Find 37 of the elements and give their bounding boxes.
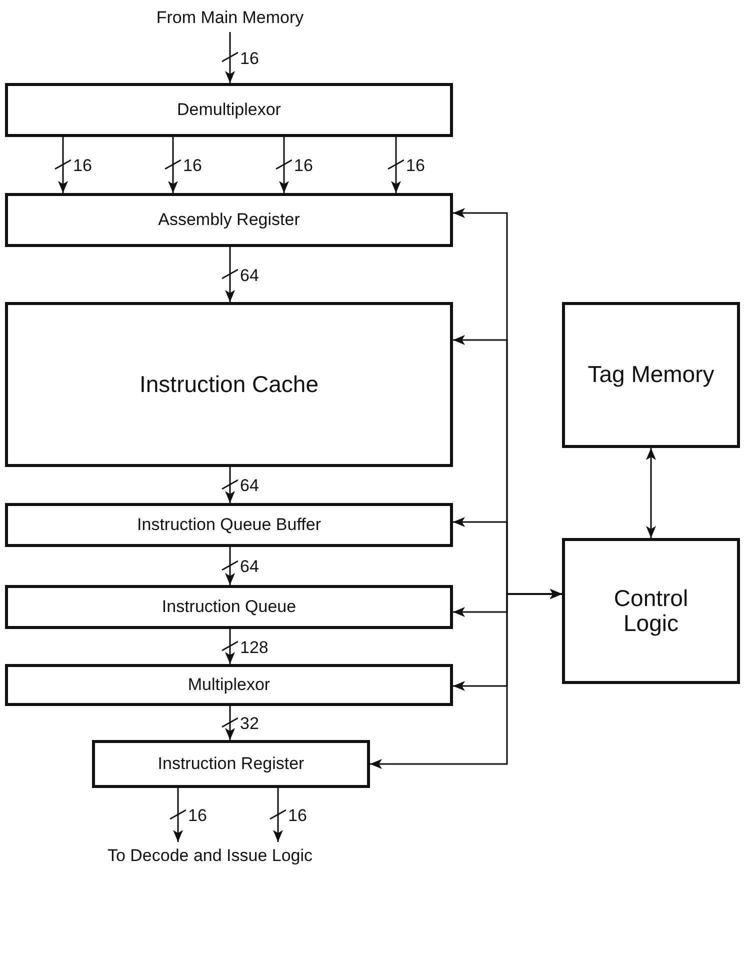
cache-block [5,302,453,467]
block-label: Demultiplexor [177,100,281,120]
destination-label: To Decode and Issue Logic [107,846,313,866]
source-label: From Main Memory [156,8,304,28]
bus-arrow [225,247,235,302]
bus-arrow [173,788,183,842]
edge-label: 16 [238,50,261,68]
bus-arrow [279,137,289,193]
bus-arrow [225,32,235,83]
bus-arrow [225,467,235,503]
bus-arrow [225,547,235,585]
control-line [370,589,562,769]
control-block [562,538,740,684]
register-block [92,740,370,788]
edge-label: 64 [238,266,261,284]
block-label: Instruction Queue [162,598,296,616]
bus-arrow [391,137,401,193]
block-label: Instruction Queue Buffer [137,516,321,534]
register-block [5,664,453,706]
edge-label: 128 [238,638,270,656]
register-block [5,585,453,629]
bus-arrow [225,706,235,740]
block-label: Assembly Register [158,210,300,230]
register-block [5,83,453,137]
memory-block [562,302,740,448]
block-label: Instruction Cache [140,372,318,398]
bus-arrow [58,137,68,193]
block-label: Control Logic [612,586,690,636]
register-block [5,503,453,547]
block-label: Multiplexor [188,676,270,694]
register-block [5,193,453,247]
bus-arrow [273,788,283,842]
block-label: Instruction Register [158,754,304,774]
block-label: Tag Memory [588,362,714,388]
bus-arrow [225,629,235,664]
bus-arrow [646,448,656,538]
bus-arrow [168,137,178,193]
